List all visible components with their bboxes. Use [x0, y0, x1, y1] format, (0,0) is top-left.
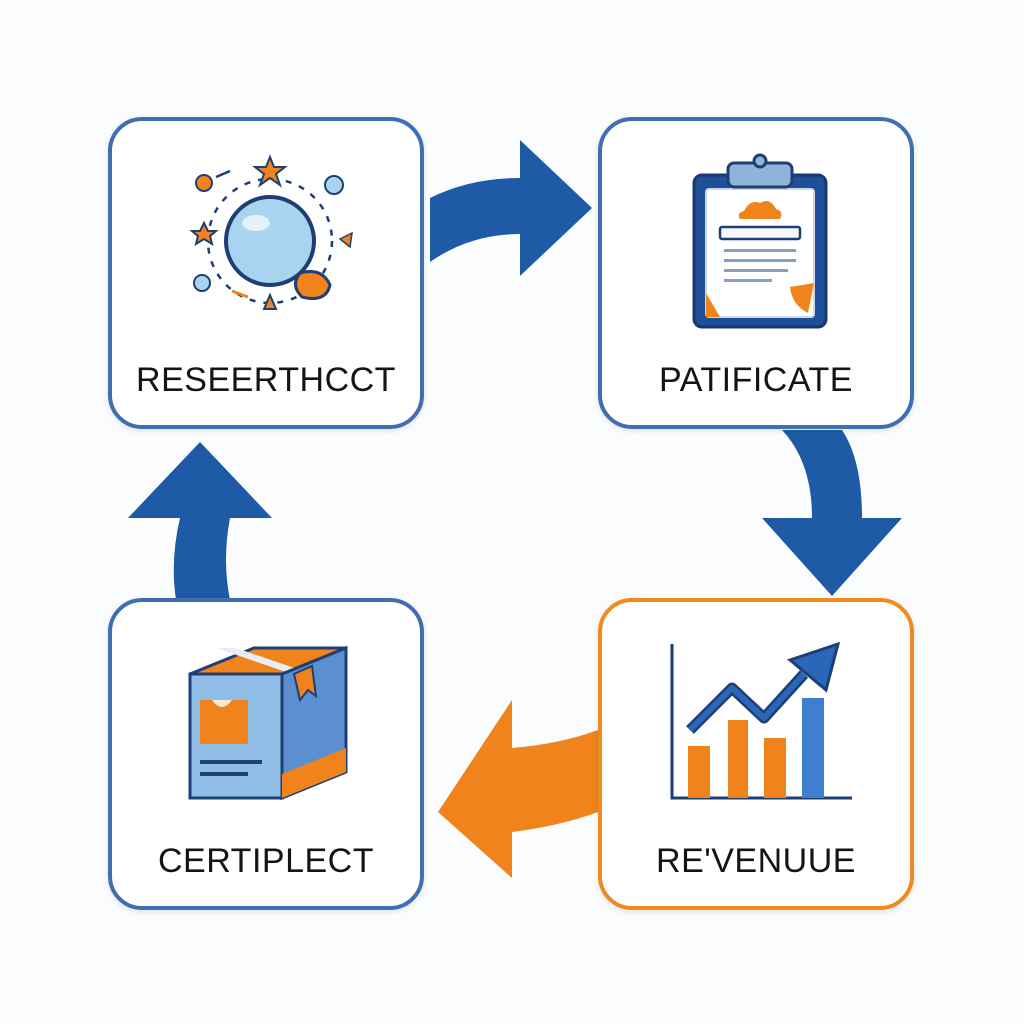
clipboard-document-icon — [692, 153, 828, 329]
step-label-research: RESEERTHCCT — [136, 361, 396, 399]
step-card-certiplect: CERTIPLECT — [108, 598, 424, 910]
step-card-patificate: PATIFICATE — [598, 117, 914, 429]
growth-chart-icon — [670, 641, 852, 800]
step-card-research: RESEERTHCCT — [108, 117, 424, 429]
arrow-certiplect-to-research — [128, 442, 272, 600]
arrow-patificate-to-revenue — [762, 430, 902, 596]
step-label-revenue: RE'VENUUE — [656, 842, 856, 880]
step-label-patificate: PATIFICATE — [659, 361, 853, 399]
package-box-icon — [188, 645, 348, 801]
step-label-certiplect: CERTIPLECT — [158, 842, 374, 880]
globe-network-icon — [189, 154, 353, 310]
arrow-revenue-to-certiplect — [438, 700, 598, 878]
step-card-revenue: RE'VENUUE — [598, 598, 914, 910]
arrow-research-to-patificate — [430, 140, 592, 276]
